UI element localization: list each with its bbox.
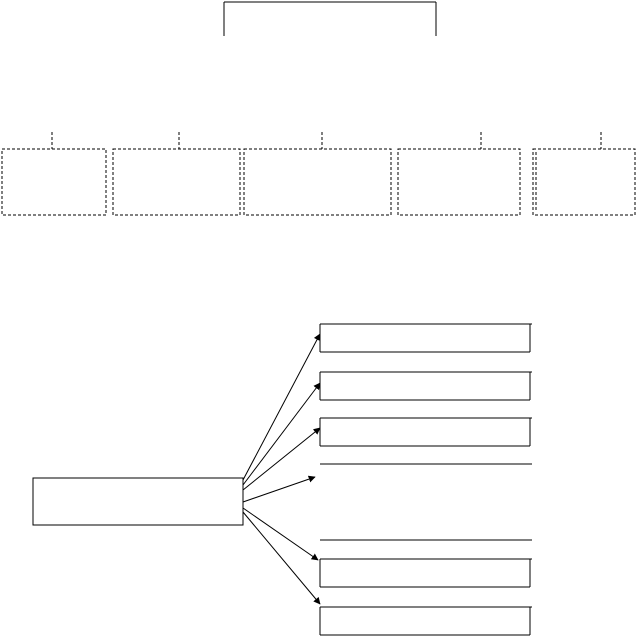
child-node-3 <box>243 132 392 216</box>
source-node <box>32 477 244 526</box>
child-box-2 <box>112 148 241 216</box>
target-nodes <box>319 323 532 636</box>
child-node-1 <box>1 132 107 216</box>
child-node-2 <box>112 132 241 216</box>
arrow-to-target-1 <box>242 333 321 481</box>
arrow-to-target-2 <box>242 382 321 486</box>
target-node-3 <box>319 417 532 447</box>
top-root-bracket <box>223 1 437 36</box>
arrow-to-target-3 <box>242 427 321 491</box>
fan-arrows <box>242 333 321 605</box>
child-box-5 <box>532 148 636 216</box>
target-node-1 <box>319 323 532 353</box>
child-node-4 <box>397 132 521 216</box>
source-box <box>32 477 244 526</box>
target-node-6 <box>319 606 532 636</box>
top-children <box>1 132 636 216</box>
target-node-5 <box>319 558 532 588</box>
child-box-4 <box>397 148 521 216</box>
target-node-4 <box>320 463 532 541</box>
arrow-to-target-5 <box>242 507 319 561</box>
arrow-to-target-4 <box>242 475 316 503</box>
child-box-1 <box>1 148 107 216</box>
child-box-3 <box>243 148 392 216</box>
arrow-to-target-6 <box>242 511 321 605</box>
child-node-5 <box>532 132 636 216</box>
target-node-2 <box>319 371 532 401</box>
